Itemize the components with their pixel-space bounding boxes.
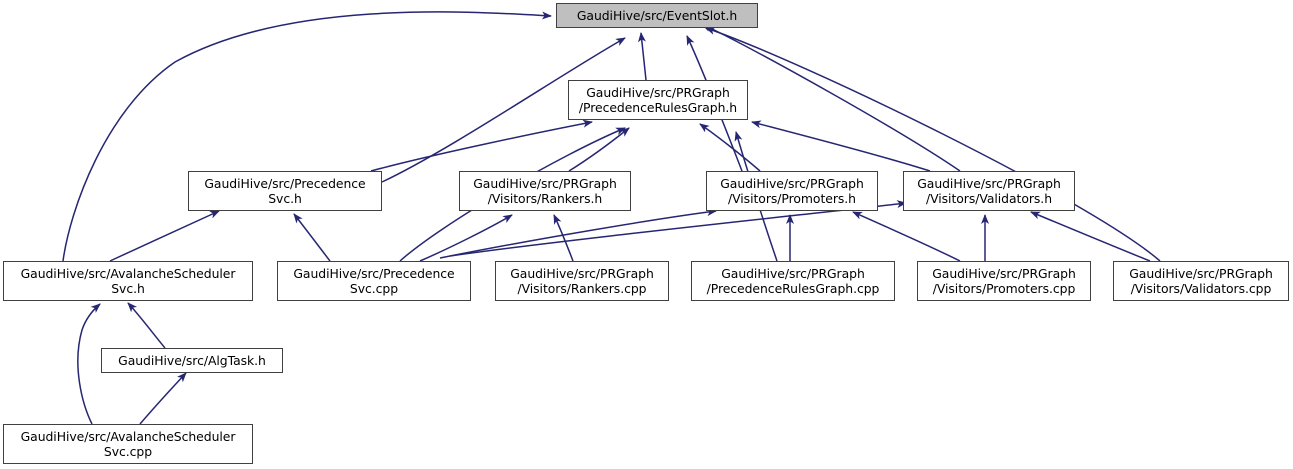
dependency-edge <box>705 27 1161 262</box>
graph-node-label: GaudiHive/src/PRGraph <box>721 266 865 281</box>
dependency-edge <box>568 127 630 172</box>
graph-node-visitors_validators_h[interactable]: GaudiHive/src/PRGraph/Visitors/Validator… <box>903 171 1075 211</box>
dependency-edge <box>77 303 101 425</box>
graph-node-label: GaudiHive/src/PRGraph <box>1129 266 1273 281</box>
graph-node-label: /Visitors/Validators.cpp <box>1130 281 1272 296</box>
graph-node-label: GaudiHive/src/Precedence <box>293 266 455 281</box>
graph-node-label: GaudiHive/src/PRGraph <box>932 266 1076 281</box>
dependency-edge <box>439 208 717 259</box>
graph-node-label: Svc.h <box>268 191 302 206</box>
dependency-edge <box>419 214 513 262</box>
graph-node-label: /PrecedenceRulesGraph.h <box>578 100 738 115</box>
graph-node-label: Svc.cpp <box>349 281 399 296</box>
graph-node-visitors_promoters_cpp[interactable]: GaudiHive/src/PRGraph/Visitors/Promoters… <box>917 261 1091 301</box>
graph-node-visitors_rankers_h[interactable]: GaudiHive/src/PRGraph/Visitors/Rankers.h <box>459 171 631 211</box>
graph-node-label: GaudiHive/src/AvalancheScheduler <box>20 429 236 444</box>
graph-node-label: GaudiHive/src/AlgTask.h <box>118 353 266 368</box>
dependency-edge <box>370 119 593 172</box>
graph-node-precedencerulesgraph_h[interactable]: GaudiHive/src/PRGraph/PrecedenceRulesGra… <box>568 80 748 120</box>
graph-node-label: GaudiHive/src/PRGraph <box>720 176 864 191</box>
dependency-edge <box>553 214 574 262</box>
graph-node-label: GaudiHive/src/EventSlot.h <box>576 8 738 23</box>
graph-node-label: /PrecedenceRulesGraph.cpp <box>706 281 880 296</box>
graph-node-label: /Visitors/Rankers.cpp <box>517 281 647 296</box>
dependency-edge <box>62 11 552 262</box>
graph-node-label: Svc.cpp <box>103 444 153 459</box>
dependency-edge <box>751 120 931 172</box>
graph-node-eventslot_h[interactable]: GaudiHive/src/EventSlot.h <box>556 3 758 28</box>
graph-node-label: GaudiHive/src/PRGraph <box>510 266 654 281</box>
graph-node-label: GaudiHive/src/PRGraph <box>917 176 1061 191</box>
graph-node-label: /Visitors/Rankers.h <box>487 191 603 206</box>
dependency-edge <box>109 210 220 262</box>
graph-node-label: GaudiHive/src/AvalancheScheduler <box>20 266 236 281</box>
graph-node-label: GaudiHive/src/PRGraph <box>586 85 730 100</box>
dependency-edge <box>699 123 761 172</box>
graph-node-label: /Visitors/Promoters.h <box>728 191 856 206</box>
dependency-edge <box>637 32 647 81</box>
dependency-edge <box>1030 211 1151 262</box>
dependency-edge <box>139 372 187 425</box>
dependency-edge <box>293 213 331 262</box>
graph-node-visitors_rankers_cpp[interactable]: GaudiHive/src/PRGraph/Visitors/Rankers.c… <box>495 261 669 301</box>
graph-node-label: GaudiHive/src/Precedence <box>204 176 366 191</box>
graph-node-visitors_promoters_h[interactable]: GaudiHive/src/PRGraph/Visitors/Promoters… <box>706 171 878 211</box>
graph-node-algtask_h[interactable]: GaudiHive/src/AlgTask.h <box>101 348 283 373</box>
graph-node-precedencerulesgraph_cpp[interactable]: GaudiHive/src/PRGraph/PrecedenceRulesGra… <box>691 261 895 301</box>
graph-node-label: Svc.h <box>111 281 145 296</box>
graph-node-visitors_validators_cpp[interactable]: GaudiHive/src/PRGraph/Visitors/Validator… <box>1113 261 1289 301</box>
graph-node-label: /Visitors/Promoters.cpp <box>932 281 1076 296</box>
dependency-edge <box>127 302 166 349</box>
dependency-edge <box>852 211 961 262</box>
graph-node-label: /Visitors/Validators.h <box>925 191 1052 206</box>
graph-node-label: GaudiHive/src/PRGraph <box>473 176 617 191</box>
